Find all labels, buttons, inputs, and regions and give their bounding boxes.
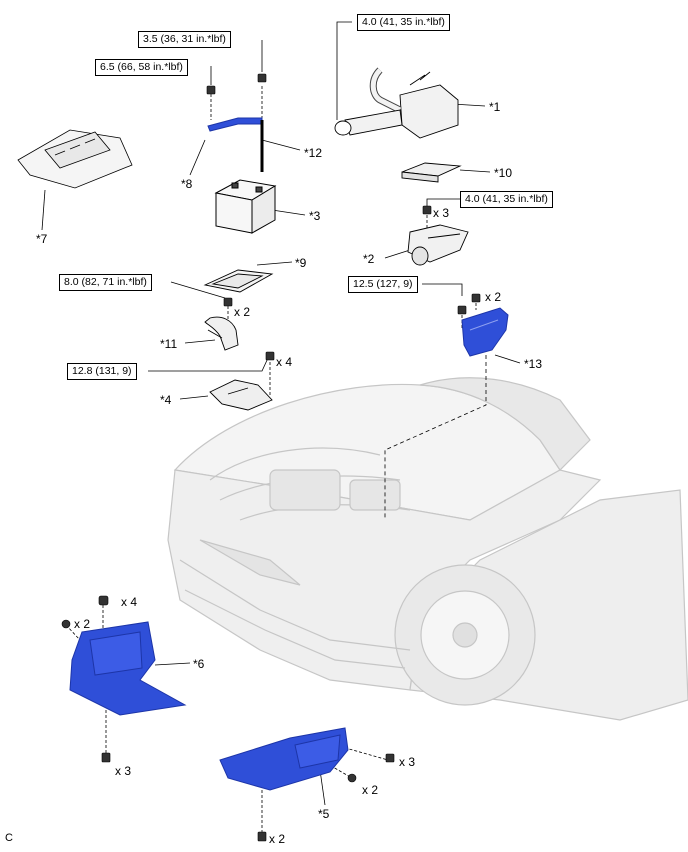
engine-cover-part [17, 129, 133, 189]
callout-10: *10 [494, 166, 513, 180]
qty-ecu-bracket-bolts: x 2 [485, 290, 502, 304]
callout-1: *1 [489, 100, 501, 114]
callout-5: *5 [318, 807, 330, 821]
qty-battery-bracket-bolts: x 4 [276, 355, 293, 369]
callout-8: *8 [181, 177, 193, 191]
vehicle-illustration [167, 377, 688, 721]
battery-part [214, 179, 277, 234]
qty-cover5-bolts-right: x 3 [399, 755, 416, 769]
torque-spec-air-cleaner-case: 4.0 (41, 35 in.*lbf) [460, 191, 553, 208]
torque-spec-battery-tray: 8.0 (82, 71 in.*lbf) [59, 274, 152, 291]
bolts-top [206, 73, 267, 95]
callout-4: *4 [160, 393, 172, 407]
air-cleaner-case-part [407, 224, 469, 266]
bolt-x4-bracket [265, 351, 275, 361]
ecu-bracket-part [461, 307, 509, 357]
battery-tray-part [203, 269, 274, 293]
figure-corner-label: C [5, 832, 13, 844]
qty-cover6-screws-left: x 2 [74, 617, 91, 631]
air-filter-element-part [401, 162, 462, 183]
qty-battery-tray-bolts: x 2 [234, 305, 251, 319]
callout-11: *11 [160, 337, 178, 351]
bolt-x2-tray [223, 297, 233, 307]
cover6-fasteners [61, 595, 111, 763]
callout-3: *3 [309, 209, 321, 223]
air-cleaner-part [334, 67, 459, 139]
qty-cover5-bolts-bottom: x 2 [269, 832, 286, 846]
callout-6: *6 [193, 657, 205, 671]
engine-under-cover-rh-part [219, 727, 349, 791]
qty-cover6-clips-top: x 4 [121, 595, 138, 609]
battery-bracket-part [209, 379, 273, 411]
qty-cover5-screws-mid: x 2 [362, 783, 379, 797]
callout-7: *7 [36, 232, 48, 246]
torque-spec-hold-down-nut: 3.5 (36, 31 in.*lbf) [138, 31, 231, 48]
callout-9: *9 [295, 256, 307, 270]
callout-2: *2 [363, 252, 375, 266]
callout-13: *13 [524, 357, 543, 371]
torque-spec-battery-bracket: 12.8 (131, 9) [67, 363, 137, 380]
cover5-fasteners [257, 753, 395, 842]
torque-spec-air-cleaner-top: 4.0 (41, 35 in.*lbf) [357, 14, 450, 31]
torque-spec-clamp-bolt: 6.5 (66, 58 in.*lbf) [95, 59, 188, 76]
bolt-x3 [422, 205, 432, 215]
battery-carrier-part [204, 316, 239, 351]
engine-under-cover-lh-part [69, 621, 187, 716]
ecu-bolts [457, 293, 481, 315]
qty-cover6-bolts-bottom: x 3 [115, 764, 132, 778]
battery-clamp-part [207, 117, 263, 132]
qty-air-cleaner-case-bolts: x 3 [433, 206, 450, 220]
callout-12: *12 [304, 146, 323, 160]
torque-spec-ecu-bracket: 12.5 (127, 9) [348, 276, 418, 293]
